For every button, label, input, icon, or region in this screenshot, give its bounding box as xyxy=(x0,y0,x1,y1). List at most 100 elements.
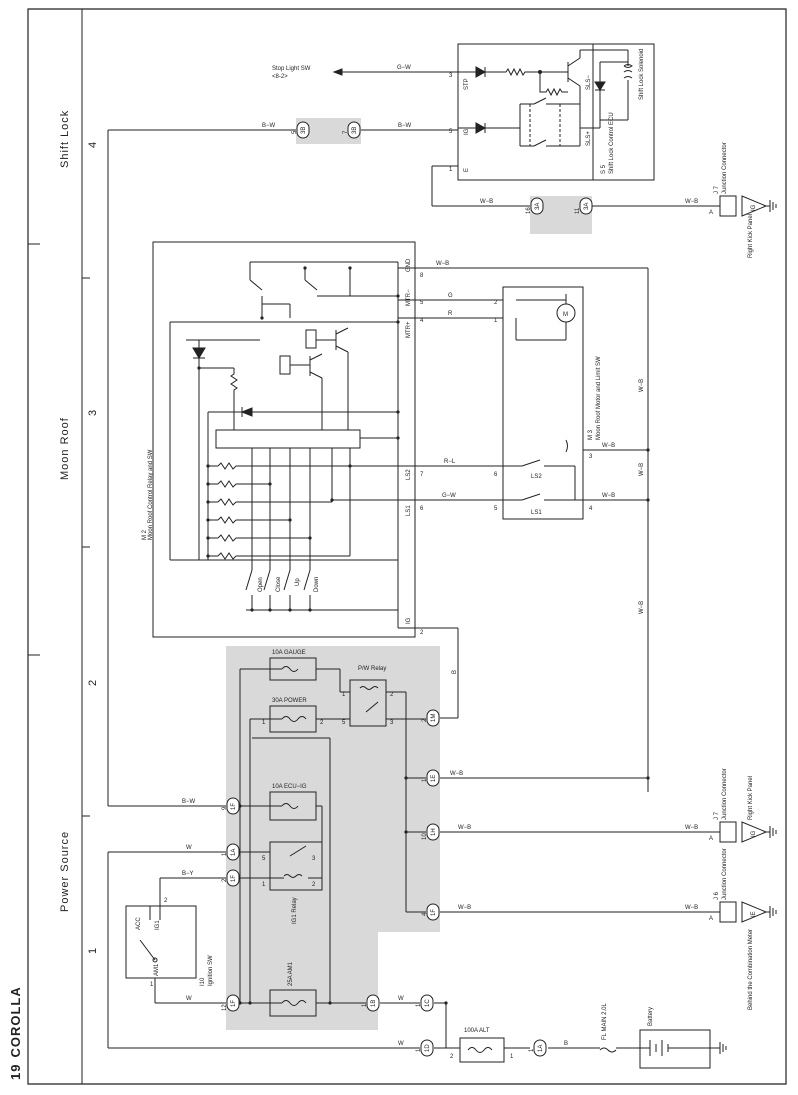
m2-pin-mtr-plus: 4 xyxy=(420,318,424,324)
s5-e-label: E xyxy=(464,168,470,172)
svg-text:1H: 1H xyxy=(431,828,437,836)
ig1-relay-pin-2: 2 xyxy=(312,882,316,888)
switch-close-label: Close xyxy=(276,576,282,592)
wire-label-w-1d: W xyxy=(398,1041,404,1047)
j7b-id-label: J 7 xyxy=(714,811,720,820)
m2-ig-label: IG xyxy=(406,617,412,624)
shift-lock-section xyxy=(108,44,776,806)
moon-roof-junction-dots xyxy=(197,266,650,612)
svg-text:1A: 1A xyxy=(538,1045,544,1052)
j7-ground-label: IG xyxy=(751,204,757,211)
connector-1a-1: 1A 1 xyxy=(222,844,239,860)
pw-relay-label: P/W Relay xyxy=(358,666,386,672)
switch-open-label: Open xyxy=(258,577,264,592)
m2-ls2-label: LS2 xyxy=(406,469,412,480)
stop-light-sw-ref: <8-2> xyxy=(272,74,288,80)
s5-pin-3: 3 xyxy=(449,73,453,79)
svg-text:3A: 3A xyxy=(584,203,590,210)
connector-1a-1-alt: 1A 1 xyxy=(529,1040,546,1056)
s5-solenoid-label: Shift Lock Solenoid xyxy=(639,49,645,100)
svg-text:1: 1 xyxy=(222,852,228,856)
connector-1d-1: 1D 1 xyxy=(416,1040,433,1056)
page-model: COROLLA xyxy=(8,986,23,1057)
svg-text:2: 2 xyxy=(422,718,428,722)
wire-label-wb-ls2: W−B xyxy=(602,443,615,449)
column-number-2: 2 xyxy=(87,679,99,686)
wire-label-wb-j6: W−B xyxy=(685,905,698,911)
connector-1m-2: 1M 2 xyxy=(422,710,439,726)
i10-pin-1: 1 xyxy=(150,982,154,988)
connector-1f-12: 1F 12 xyxy=(222,995,239,1011)
pw-relay-pin-5: 5 xyxy=(342,720,346,726)
wire-label-wb-j7: W−B xyxy=(685,199,698,205)
wire-label-w-ig1: W xyxy=(186,845,192,851)
svg-text:9: 9 xyxy=(222,806,228,810)
svg-text:1F: 1F xyxy=(231,1000,237,1007)
page-title: 19COROLLA xyxy=(8,986,23,1080)
m3-ls2-label: LS2 xyxy=(531,474,542,480)
m2-name-label: Moon Roof Control Relay and SW xyxy=(148,449,154,540)
m2-pin-ls1: 6 xyxy=(420,506,424,512)
connector-1b-1: 1B 1 xyxy=(362,995,379,1011)
m2-pin-mtr-minus: 5 xyxy=(420,300,424,306)
fuse-power-pin-1: 1 xyxy=(262,720,266,726)
m2-pin-ls2: 7 xyxy=(420,472,424,478)
svg-text:19COROLLA: 19COROLLA xyxy=(8,986,23,1080)
pw-relay-pin-3: 3 xyxy=(390,720,394,726)
wire-label-r: R xyxy=(448,311,453,317)
connector-1e-1: 1E 1 xyxy=(422,770,439,786)
wire-label-gw: G−W xyxy=(442,493,456,499)
wire-label-by: B−Y xyxy=(182,871,194,877)
s5-stp-label: STP xyxy=(464,78,470,90)
svg-text:16: 16 xyxy=(526,207,532,214)
svg-text:11: 11 xyxy=(575,207,581,214)
wire-label-wb-vert-1: W−B xyxy=(639,379,645,392)
connector-1f-9: 1F 9 xyxy=(222,798,239,814)
s5-id-label: S 5 xyxy=(601,164,607,174)
wire-label-wb-1e: W−B xyxy=(450,771,463,777)
fuse-power-pin-2: 2 xyxy=(320,720,324,726)
alt-pin-2: 2 xyxy=(450,1054,454,1060)
switch-up-label: Up xyxy=(295,578,301,586)
m2-pin-ig: 2 xyxy=(420,630,424,636)
ig1-relay-pin-3: 3 xyxy=(312,856,316,862)
m3-pin-3: 3 xyxy=(589,454,593,460)
m3-ls1-label: LS1 xyxy=(531,510,542,516)
power-source-section xyxy=(108,658,776,1068)
wire-label-w-am1: W xyxy=(186,996,192,1002)
svg-text:1C: 1C xyxy=(425,999,431,1007)
m2-ls1-label: LS1 xyxy=(406,505,412,516)
j7-pin-a: A xyxy=(709,210,713,216)
connector-1f-4: 1F 4 xyxy=(422,904,439,920)
m3-motor-label: M xyxy=(563,312,568,318)
fuse-10a-ecu-ig-label: 10A ECU−IG xyxy=(272,784,307,790)
m3-pin-4: 4 xyxy=(589,506,593,512)
fuse-100a-alt-label: 100A ALT xyxy=(464,1028,490,1034)
section-title-shift-lock: Shift Lock xyxy=(59,110,71,168)
wire-label-wb-j7b: W−B xyxy=(685,825,698,831)
i10-name-label: Ignition SW xyxy=(208,955,214,986)
m3-pin-5: 5 xyxy=(494,506,498,512)
m2-gnd-label: GND xyxy=(406,258,412,272)
j6-ground-label: IE xyxy=(751,911,757,917)
svg-text:1D: 1D xyxy=(425,1044,431,1052)
wire-label-wb-1f: W−B xyxy=(458,905,471,911)
fuse-30a-power-label: 30A POWER xyxy=(272,698,307,704)
connector-3b-7: 3B 7 xyxy=(343,122,360,138)
m3-name-label: Moon Roof Motor and Limit SW xyxy=(596,356,602,440)
wire-label-g: G xyxy=(448,293,453,299)
svg-text:12: 12 xyxy=(222,1004,228,1011)
connector-1f-2: 1F 2 xyxy=(222,870,239,886)
s5-sls-plus-label: SLS+ xyxy=(586,131,592,146)
s5-ig-label: IG xyxy=(464,128,470,135)
fuse-10a-gauge-label: 10A GAUGE xyxy=(272,650,306,656)
ig1-relay-pin-1: 1 xyxy=(262,882,266,888)
page-frame xyxy=(28,9,786,1084)
j7-id-label: J 7 xyxy=(714,185,720,194)
wire-label-wb-1h: W−B xyxy=(458,825,471,831)
m2-mtr-plus-label: MTR+ xyxy=(406,321,412,338)
m3-pin-6: 6 xyxy=(494,472,498,478)
svg-text:1F: 1F xyxy=(231,803,237,810)
wire-label-wb-gnd: W−B xyxy=(436,261,449,267)
